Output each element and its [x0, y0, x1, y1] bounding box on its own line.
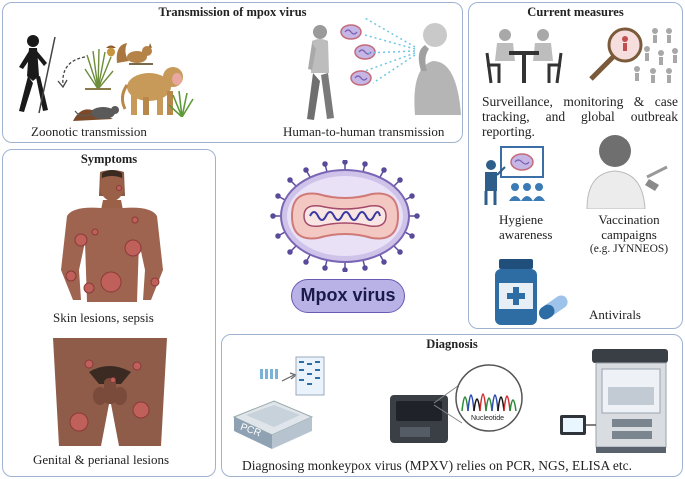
vaccination-line3: (e.g. JYNNEOS) — [589, 243, 669, 255]
current-measures-title: Current measures — [527, 5, 624, 19]
coughing-person-icon — [414, 23, 461, 115]
pcr-machine-icon — [232, 356, 325, 449]
medicine-bottle-icon — [495, 259, 568, 325]
bush-icon — [84, 48, 114, 90]
droplets-icon — [362, 16, 416, 84]
acorn-icon — [106, 45, 116, 57]
transmission-title: Transmission of mpox virus — [158, 5, 307, 19]
current-measures-panel: Current measures Surveillance, monitorin… — [468, 2, 683, 329]
surveillance-text: Surveillance, monitoring & case tracking… — [482, 94, 678, 139]
monkey-icon — [121, 67, 183, 115]
nucleotide-label: Nucleotide — [471, 415, 505, 422]
walking-person-icon — [307, 25, 334, 120]
skin-lesions-label: Skin lesions, sepsis — [53, 310, 154, 325]
meeting-icon — [485, 29, 563, 84]
hygiene-line2: awareness — [499, 227, 553, 242]
diagnosis-title: Diagnosis — [426, 337, 478, 351]
elisa-analyzer-icon — [560, 349, 668, 453]
genital-lesions-body-icon — [53, 338, 167, 446]
mpox-virus-icon — [270, 160, 420, 272]
diagnosis-caption: Diagnosing monkeypox virus (MPXV) relies… — [242, 458, 632, 473]
chromatogram-icon — [455, 364, 523, 432]
zoonotic-arrow-icon — [57, 56, 86, 89]
grass-icon — [168, 90, 194, 117]
virus-particle-icon-1 — [340, 24, 362, 40]
hunter-figure — [19, 35, 56, 114]
symptoms-panel: Symptoms Skin lesions, sepsis — [2, 149, 216, 477]
vaccination-line2: campaigns — [601, 227, 657, 242]
genital-lesions-label: Genital & perianal lesions — [33, 452, 170, 467]
vaccination-line1: Vaccination — [598, 212, 660, 227]
hygiene-label: Hygiene awareness — [499, 212, 569, 242]
sequencer-icon — [390, 395, 448, 443]
zoonotic-label: Zoonotic transmission — [31, 124, 147, 139]
diagnosis-panel: Diagnosis PCR Nucleotid — [221, 334, 683, 477]
virus-particle-icon-3 — [350, 70, 372, 86]
symptoms-title: Symptoms — [80, 152, 138, 166]
hygiene-presenter-icon — [484, 146, 545, 205]
human-to-human-label: Human-to-human transmission — [283, 124, 445, 139]
rat-icon — [73, 106, 119, 121]
vaccination-label: Vaccination campaigns (e.g. JYNNEOS) — [581, 212, 677, 257]
skin-lesions-body-icon — [61, 170, 163, 302]
antivirals-label: Antivirals — [589, 307, 641, 322]
mpox-virus-label: Mpox virus — [291, 279, 405, 313]
squirrel-icon — [116, 43, 153, 65]
transmission-panel: Transmission of mpox virus — [2, 2, 463, 143]
vaccination-icon — [586, 135, 668, 209]
magnifier-people-icon — [589, 27, 678, 83]
hygiene-line1: Hygiene — [499, 212, 544, 227]
